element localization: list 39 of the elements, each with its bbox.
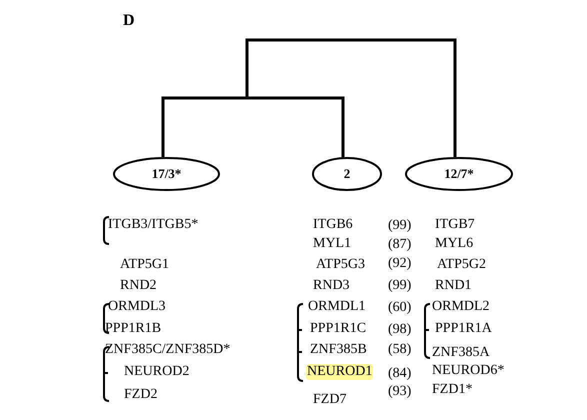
gene-name: PPP1R1A [435, 321, 492, 337]
gene-name: FZD1* [432, 382, 472, 398]
score-value: (84) [388, 366, 412, 382]
gene-name: ORMDL1 [308, 299, 366, 315]
gene-name: RND2 [120, 278, 157, 294]
gene-name: ORMDL3 [108, 299, 166, 315]
gene-name: FZD2 [124, 387, 158, 403]
score-value: (98) [388, 322, 412, 338]
gene-name: NEUROD6* [432, 363, 504, 379]
score-value: (92) [388, 256, 412, 272]
gene-name: MYL6 [435, 236, 474, 252]
gene-name: ATP5G3 [316, 257, 366, 273]
score-value: (99) [388, 278, 412, 294]
gene-name: PPP1R1C [310, 321, 366, 337]
score-value: (93) [388, 384, 412, 400]
score-value: (60) [388, 300, 412, 316]
gene-name: ZNF385A [432, 345, 490, 361]
gene-name: ATP5G1 [120, 257, 170, 273]
score-value: (99) [388, 218, 412, 234]
gene-name: RND1 [435, 278, 472, 294]
highlighted-gene-name: NEUROD1 [306, 364, 374, 380]
gene-name: ZNF385B [310, 342, 367, 358]
gene-name: FZD7 [313, 392, 346, 408]
gene-name: ITGB6 [313, 217, 353, 233]
cluster-ellipse: 2 [312, 157, 382, 191]
gene-name: MYL1 [313, 236, 352, 252]
gene-name: ATP5G2 [437, 257, 486, 273]
gene-name: RND3 [313, 278, 350, 294]
panel-letter: D [123, 12, 135, 30]
gene-name: ORMDL2 [432, 299, 490, 315]
score-value: (87) [388, 237, 412, 253]
gene-name: PPP1R1B [105, 321, 162, 337]
cluster-ellipse: 17/3* [113, 157, 220, 191]
gene-name: NEUROD2 [124, 364, 190, 380]
gene-name: ITGB7 [435, 217, 475, 233]
gene-name: ITGB3/ITGB5* [108, 217, 198, 233]
gene-name: ZNF385C/ZNF385D* [105, 342, 230, 358]
cluster-ellipse: 12/7* [405, 157, 513, 191]
score-value: (58) [388, 342, 412, 358]
